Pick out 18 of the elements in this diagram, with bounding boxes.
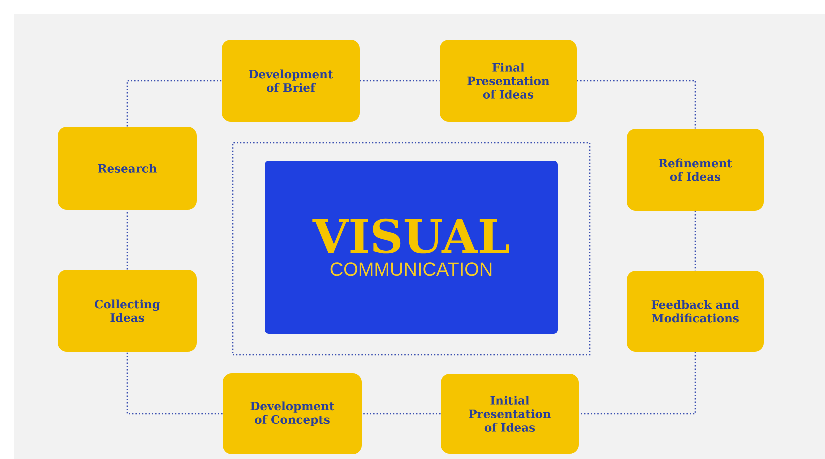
dotted-connector	[126, 80, 222, 127]
title-box: VISUAL COMMUNICATION	[265, 161, 558, 334]
step-box: Final Presentation of Ideas	[440, 40, 577, 122]
dotted-frame	[232, 142, 591, 356]
dotted-connector	[362, 413, 441, 415]
dotted-connector	[579, 352, 696, 415]
step-box: Collecting Ideas	[58, 270, 197, 352]
step-box: Feedback and Modifications	[627, 271, 764, 352]
step-box: Research	[58, 127, 197, 210]
dotted-connector	[360, 80, 440, 82]
dotted-connector	[694, 211, 696, 271]
dotted-connector	[577, 80, 696, 129]
step-box: Development of Brief	[222, 40, 360, 122]
step-box: Refinement of Ideas	[627, 129, 764, 211]
step-box: Initial Presentation of Ideas	[441, 374, 579, 454]
dotted-connector	[126, 210, 128, 270]
dotted-connector	[126, 352, 223, 415]
step-box: Development of Concepts	[223, 374, 362, 454]
